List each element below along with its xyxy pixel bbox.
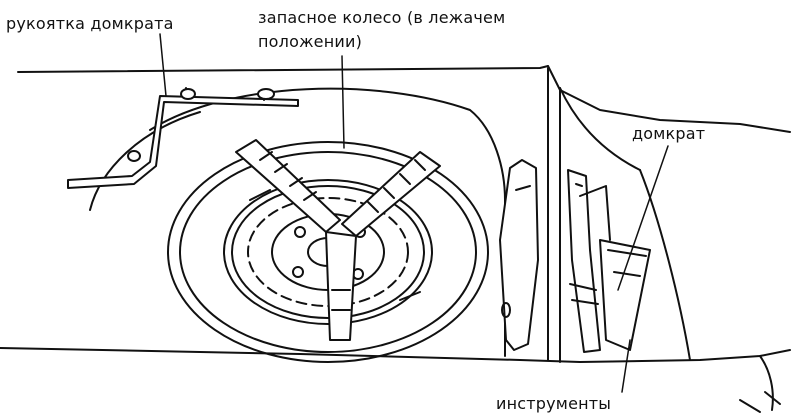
leader-jack-handle [160, 34, 166, 96]
label-spare-wheel-line1: запасное колесо (в лежачем [258, 8, 506, 27]
wheel-strap [236, 140, 440, 340]
leader-lines [160, 34, 668, 392]
leader-tools [622, 340, 630, 392]
leader-spare-wheel [342, 56, 344, 148]
mounting-bracket [500, 160, 538, 350]
label-jack-handle: рукоятка домкрата [6, 14, 174, 33]
jack [568, 170, 650, 352]
jack-handle [68, 88, 298, 188]
trunk-body [0, 66, 790, 412]
leader-jack [618, 146, 668, 290]
label-tools: инструменты [496, 394, 612, 413]
label-jack: домкрат [632, 124, 706, 143]
label-spare-wheel-line2: положении) [258, 32, 363, 51]
